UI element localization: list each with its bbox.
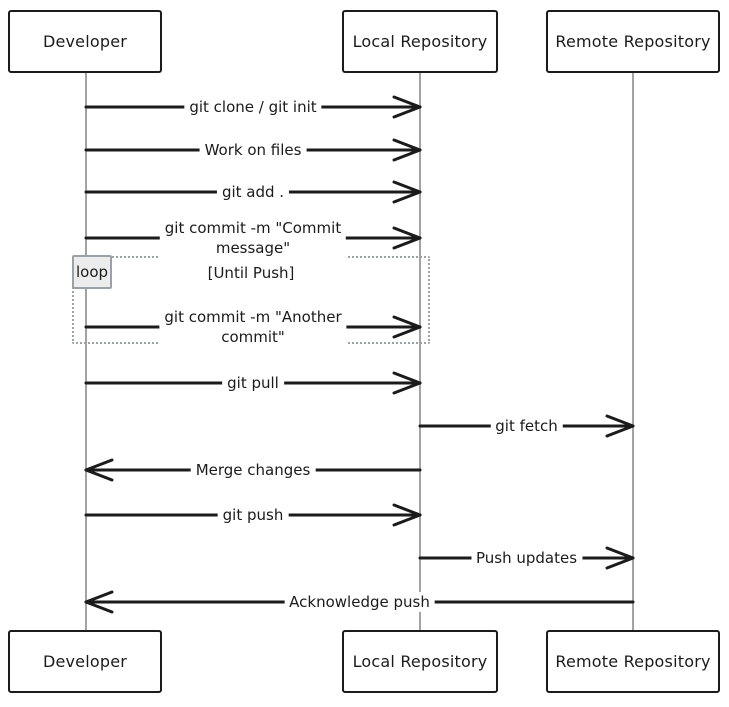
actor-box-local-repository-bottom: Local Repository — [342, 630, 498, 693]
actor-box-remote-repository-bottom: Remote Repository — [546, 630, 720, 693]
message-label-line: Acknowledge push — [289, 592, 430, 611]
message-label-line: git commit -m "Commit — [164, 218, 342, 237]
message-label-line: Merge changes — [195, 460, 311, 479]
message-label-8: git push — [217, 504, 289, 526]
actor-label: Local Repository — [352, 652, 488, 671]
actor-label: Remote Repository — [555, 32, 711, 51]
actor-box-remote-repository-top: Remote Repository — [546, 10, 720, 73]
message-label-5: git pull — [222, 372, 284, 394]
message-label-line: git add . — [221, 182, 285, 201]
message-label-line: git push — [222, 505, 284, 524]
message-label-10: Acknowledge push — [284, 591, 435, 613]
message-arrowhead-9 — [605, 546, 635, 570]
actor-label: Remote Repository — [555, 652, 711, 671]
message-label-6: git fetch — [490, 415, 563, 437]
message-arrowhead-8 — [392, 503, 422, 527]
actor-label: Developer — [42, 652, 128, 671]
actor-box-developer-bottom: Developer — [8, 630, 162, 693]
message-arrowhead-10 — [84, 590, 114, 614]
message-label-line: git clone / git init — [189, 97, 317, 116]
message-arrowhead-2 — [392, 180, 422, 204]
message-arrowhead-7 — [84, 458, 114, 482]
actor-box-local-repository-top: Local Repository — [342, 10, 498, 73]
message-arrowhead-4 — [392, 315, 422, 339]
message-label-line: Push updates — [475, 548, 578, 567]
message-label-9: Push updates — [470, 547, 583, 569]
message-arrowhead-5 — [392, 371, 422, 395]
message-arrowhead-1 — [392, 138, 422, 162]
message-label-4: git commit -m "Another commit" — [159, 306, 347, 348]
message-label-line: git commit -m "Another — [164, 307, 342, 326]
loop-condition-label: [Until Push] — [207, 264, 295, 282]
message-label-7: Merge changes — [190, 459, 316, 481]
message-arrowhead-6 — [605, 414, 635, 438]
message-label-2: git add . — [216, 181, 290, 203]
actor-label: Developer — [42, 32, 128, 51]
message-arrowhead-0 — [392, 95, 422, 119]
message-label-line: message" — [215, 239, 291, 257]
message-label-1: Work on files — [199, 139, 307, 161]
message-arrowhead-3 — [392, 226, 422, 250]
message-label-line: commit" — [221, 328, 285, 346]
message-label-0: git clone / git init — [184, 96, 322, 118]
loop-label-tag: loop — [72, 255, 112, 289]
message-label-3: git commit -m "Commit message" — [159, 217, 347, 259]
actor-label: Local Repository — [352, 32, 488, 51]
actor-box-developer-top: Developer — [8, 10, 162, 73]
message-label-line: Work on files — [204, 140, 302, 159]
message-label-line: git pull — [227, 373, 279, 392]
message-label-line: git fetch — [495, 416, 558, 435]
